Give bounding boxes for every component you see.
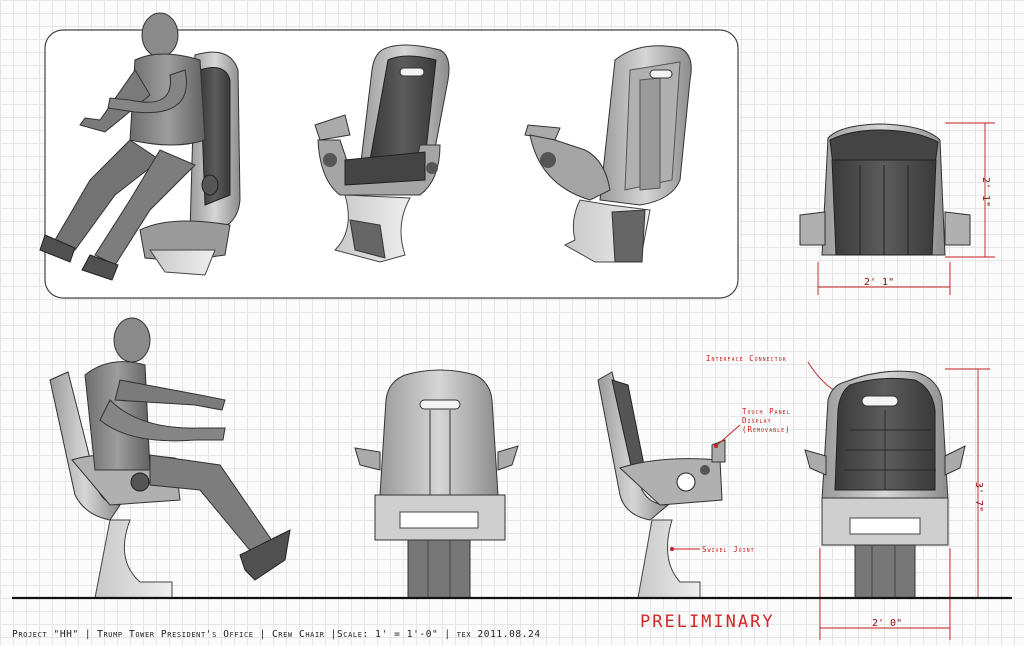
project-name: Project "HH": [12, 629, 79, 640]
title-block: Project "HH"|Trump Tower President's Off…: [12, 629, 541, 640]
top-view-chair: [799, 123, 971, 256]
top-view-dimension-lines: [817, 122, 995, 295]
drawing-scale: Scale: 1' = 1'-0": [336, 629, 439, 640]
swivel-joint-callout: Swivel Joint: [702, 545, 755, 554]
project-location: Trump Tower President's Office: [97, 629, 254, 640]
top-view-height-label: 2' 1": [980, 177, 991, 207]
side-view-with-occupant: [49, 317, 291, 599]
perspective-view-rear-quarter: [524, 45, 692, 263]
item-name: Crew Chair: [271, 629, 325, 640]
touch-panel-callout: Touch Panel Display (Removable): [742, 407, 791, 434]
author-date: tex 2011.08.24: [456, 629, 541, 640]
rear-view-chair: [354, 369, 519, 599]
preliminary-stamp: PRELIMINARY: [640, 612, 775, 632]
front-view-width-label: 2' 0": [872, 618, 902, 629]
interface-connector-callout: Interface Connector: [706, 354, 787, 363]
perspective-view-front-quarter: [314, 44, 450, 263]
top-view-width-label: 2' 1": [864, 277, 894, 288]
front-view-height-label: 3' 7": [973, 482, 984, 512]
front-view-dimension-lines: [819, 368, 990, 640]
front-view-chair: [804, 370, 966, 599]
side-view-chair: [597, 371, 726, 599]
perspective-view-with-occupant: [39, 12, 241, 281]
